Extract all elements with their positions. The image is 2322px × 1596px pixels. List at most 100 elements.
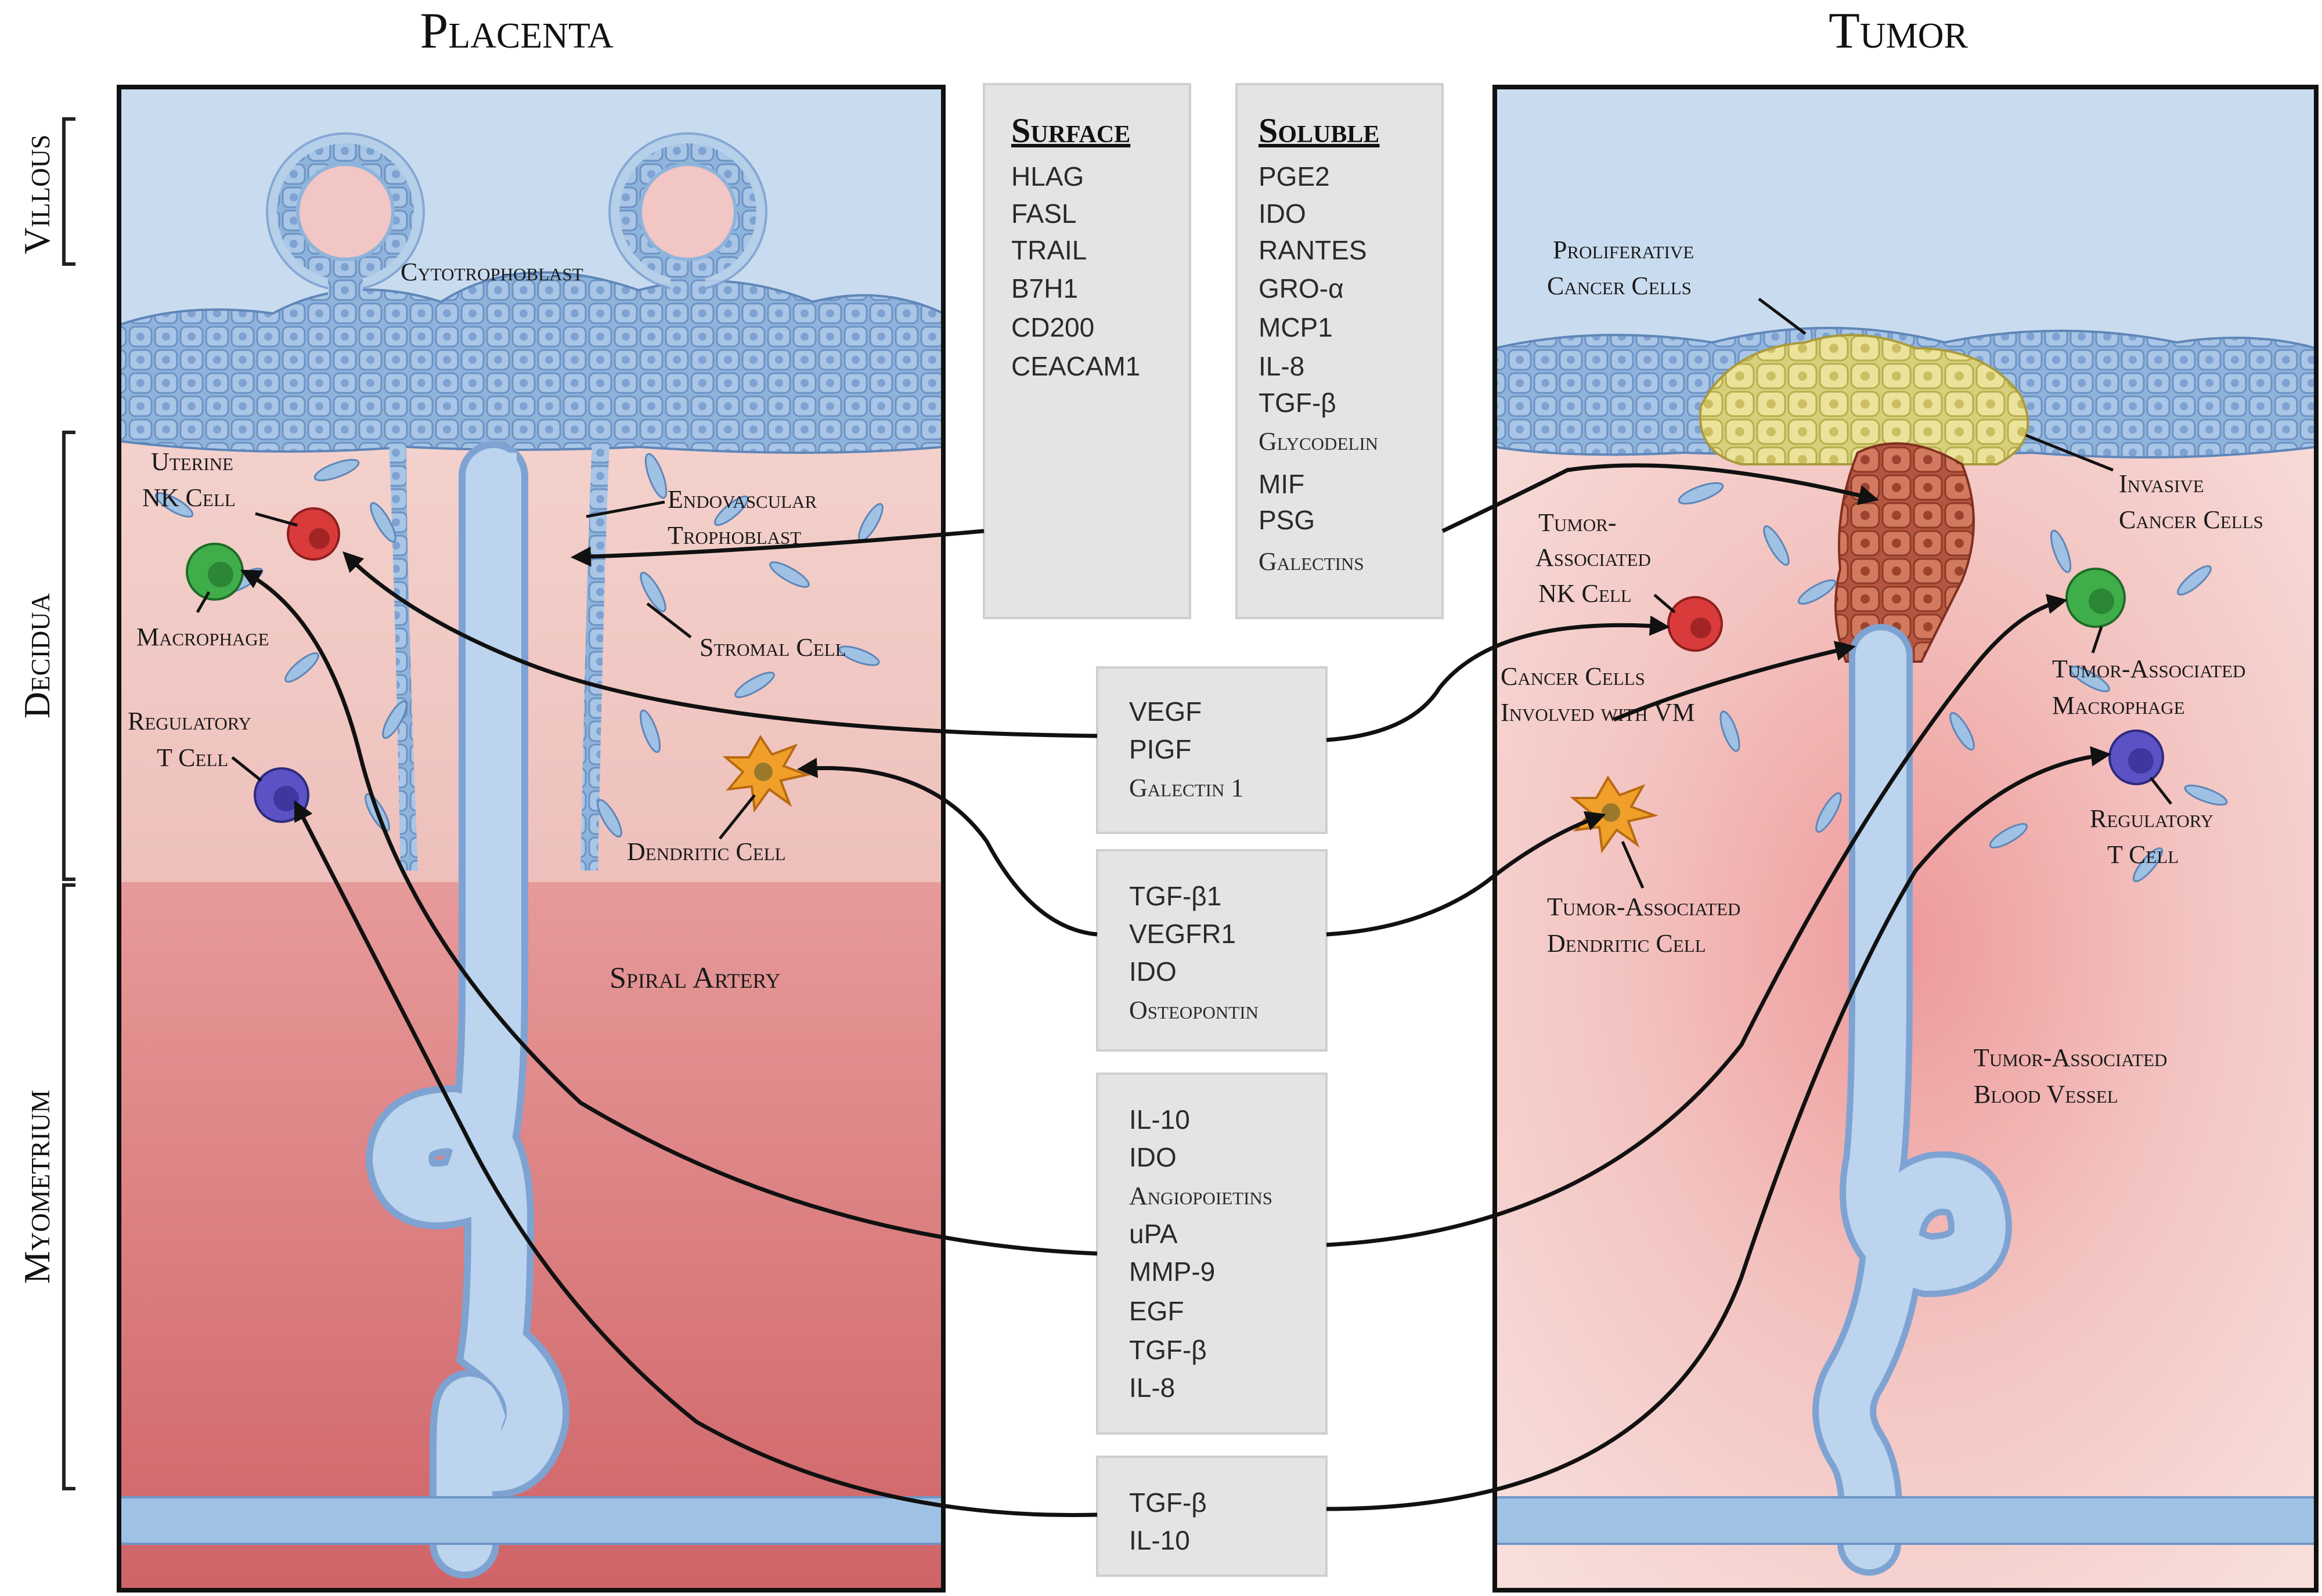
soluble-item: PSG: [1259, 505, 1315, 535]
placenta-leaders: [196, 500, 756, 840]
arrow-to-endovascular: [571, 529, 985, 567]
soluble-item: GRO-α: [1259, 273, 1344, 304]
arrow-to-vm: [1613, 641, 1856, 722]
arrow-to-macrophage: [240, 569, 1098, 1256]
surface-item: CD200: [1011, 312, 1094, 342]
surface-item: TRAIL: [1011, 235, 1087, 265]
dendritic-cell: [722, 735, 812, 813]
remodeling-box: IL-10 IDO Angiopoietins uPA MMP-9 EGF TG…: [1096, 1073, 1328, 1435]
arrow-to-tumor-regulatory-t: [1326, 746, 2111, 1511]
label-regulatory-2: T Cell: [157, 743, 228, 772]
box6-item: IL-10: [1129, 1525, 1190, 1555]
tumor-title: Tumor: [1829, 3, 1968, 59]
soluble-item: PGE2: [1259, 161, 1330, 192]
soluble-item: MIF: [1259, 469, 1304, 499]
arrow-to-regulatory-t: [294, 800, 1098, 1517]
uterine-nk-cell: [287, 507, 340, 561]
layer-bracket-myometrium: [62, 883, 75, 1490]
box3-item: VEGF: [1129, 696, 1202, 727]
box4-item: Osteopontin: [1129, 996, 1259, 1024]
label-endovascular-1: Endovascular: [668, 485, 817, 514]
label-regulatory-1: Regulatory: [128, 707, 251, 735]
soluble-item: MCP1: [1259, 312, 1333, 342]
surface-item: HLAG: [1011, 161, 1084, 192]
label-cytotrophoblast: Cytotrophoblast: [401, 258, 583, 286]
tumor-panel: [1492, 85, 2319, 1593]
label-tabv-1: Tumor-Associated: [1974, 1043, 2167, 1072]
label-myometrium: Myometrium: [16, 1090, 57, 1284]
label-invasive-2: Cancer Cells: [2119, 505, 2263, 534]
layer-bracket-villous: [62, 117, 75, 266]
arrow-to-tumor-nk: [1326, 615, 1670, 742]
label-tam-2: Macrophage: [2052, 691, 2185, 720]
soluble-item: Glycodelin: [1259, 427, 1378, 456]
soluble-box: Soluble PGE2 IDO RANTES GRO-α MCP1 IL-8 …: [1235, 83, 1444, 619]
tumor-leaders: [1621, 298, 2172, 889]
box4-item: TGF-β1: [1129, 881, 1221, 911]
label-ta-nk-3: NK Cell: [1538, 579, 1632, 608]
arrow-to-tumor-dendritic: [1326, 811, 1606, 937]
label-villous: Villous: [16, 135, 57, 254]
arrow-to-uterine-nk: [342, 551, 1098, 738]
soluble-item: IDO: [1259, 198, 1306, 229]
label-invasive-1: Invasive: [2119, 470, 2204, 498]
arrow-to-dendritic: [797, 757, 1098, 937]
surface-heading: Surface: [1011, 111, 1130, 150]
label-tabv-2: Blood Vessel: [1974, 1080, 2118, 1108]
box5-item: Angiopoietins: [1129, 1182, 1272, 1210]
box3-item: PIGF: [1129, 734, 1191, 764]
soluble-item: TGF-β: [1259, 388, 1336, 418]
soluble-heading: Soluble: [1259, 111, 1379, 150]
label-vm-1: Cancer Cells: [1501, 662, 1645, 691]
label-tadc-2: Dendritic Cell: [1547, 929, 1706, 958]
immunosuppressive-box: TGF-β IL-10: [1096, 1456, 1328, 1577]
surface-item: FASL: [1011, 198, 1077, 229]
angiogenic-box: VEGF PIGF Galectin 1: [1096, 666, 1328, 834]
label-vm-2: Involved with VM: [1501, 698, 1695, 727]
label-tadc-1: Tumor-Associated: [1547, 893, 1740, 921]
box5-item: uPA: [1129, 1219, 1178, 1249]
label-macrophage: Macrophage: [136, 623, 269, 651]
tolerogenic-box: TGF-β1 VEGFR1 IDO Osteopontin: [1096, 849, 1328, 1052]
box4-item: IDO: [1129, 956, 1177, 987]
box5-item: IL-8: [1129, 1373, 1175, 1403]
connector-arrows: [240, 463, 2111, 1517]
label-treg-1: Regulatory: [2090, 804, 2213, 833]
arrow-to-tumor-macrophage: [1326, 594, 2068, 1247]
box3-item: Galectin 1: [1129, 774, 1243, 802]
label-tam-1: Tumor-Associated: [2052, 655, 2245, 683]
box4-item: VEGFR1: [1129, 919, 1236, 949]
box5-item: EGF: [1129, 1296, 1184, 1326]
placenta-panel: [117, 85, 946, 1593]
label-proliferative-1: Proliferative: [1553, 236, 1694, 264]
surface-item: B7H1: [1011, 273, 1078, 304]
tumor-nk-cell: [1667, 596, 1723, 652]
box5-item: IDO: [1129, 1142, 1177, 1172]
stromal-cells-tumor: [1678, 482, 2228, 882]
label-spiral-artery: Spiral Artery: [610, 962, 780, 995]
label-decidua: Decidua: [16, 593, 57, 718]
surface-box: Surface HLAG FASL TRAIL B7H1 CD200 CEACA…: [983, 83, 1191, 619]
placenta-title: Placenta: [420, 3, 613, 59]
label-ta-nk-1: Tumor-: [1538, 508, 1617, 537]
label-uterine-nk-1: Uterine: [151, 447, 233, 476]
label-endovascular-2: Trophoblast: [668, 521, 801, 550]
villus-left: [266, 132, 425, 325]
box6-item: TGF-β: [1129, 1487, 1207, 1518]
arrow-to-invasive: [1441, 463, 1879, 533]
soluble-item: Galectins: [1259, 547, 1364, 576]
tumor-macrophage-cell: [2065, 568, 2126, 628]
soluble-item: IL-8: [1259, 351, 1304, 381]
label-proliferative-2: Cancer Cells: [1547, 272, 1692, 300]
box5-item: MMP-9: [1129, 1256, 1215, 1287]
soluble-item: RANTES: [1259, 235, 1367, 265]
villus-right: [608, 132, 767, 325]
tumor-regulatory-t-cell: [2108, 730, 2164, 785]
label-ta-nk-2: Associated: [1535, 543, 1651, 572]
label-dendritic-cell: Dendritic Cell: [627, 837, 786, 866]
label-uterine-nk-2: NK Cell: [142, 483, 236, 512]
surface-item: CEACAM1: [1011, 351, 1140, 381]
box5-item: TGF-β: [1129, 1335, 1207, 1365]
